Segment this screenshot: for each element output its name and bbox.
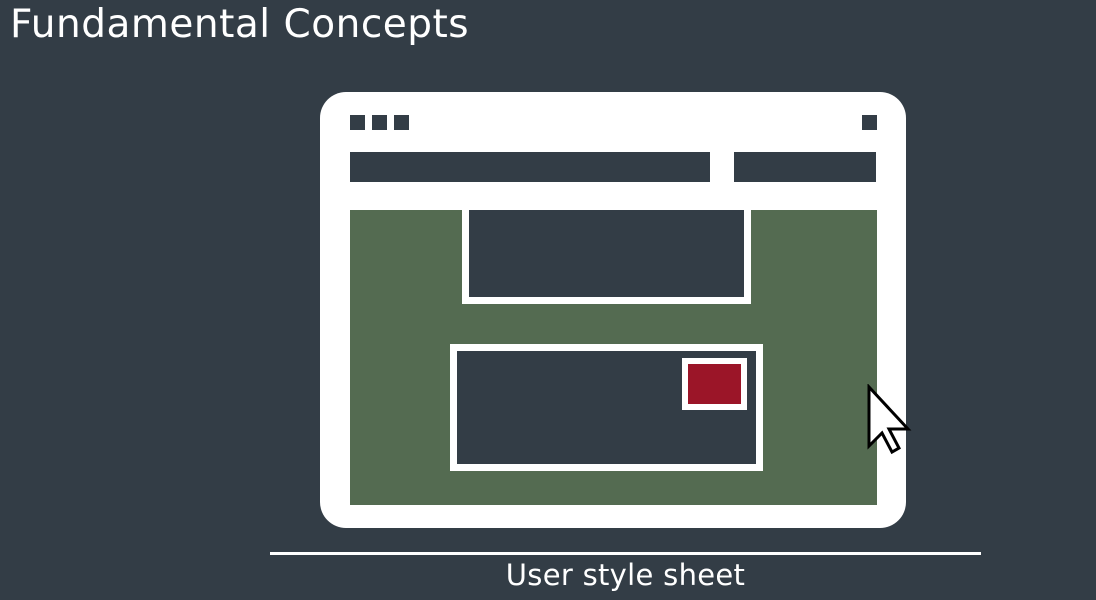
red-button-shape <box>682 358 747 410</box>
slide-title: Fundamental Concepts <box>10 2 470 47</box>
browser-window-illustration <box>320 92 906 528</box>
mouse-cursor-icon <box>867 384 912 455</box>
search-bar-shape <box>734 152 876 182</box>
caption-divider <box>270 552 981 555</box>
window-control-dot <box>350 115 365 130</box>
page-viewport <box>350 210 877 505</box>
content-block-top <box>462 210 751 304</box>
address-bar-shape <box>350 152 710 182</box>
window-control-dot <box>372 115 387 130</box>
content-block-bottom <box>450 344 763 471</box>
window-control-dot <box>394 115 409 130</box>
caption: User style sheet <box>505 558 746 592</box>
window-close-dot <box>862 115 877 130</box>
